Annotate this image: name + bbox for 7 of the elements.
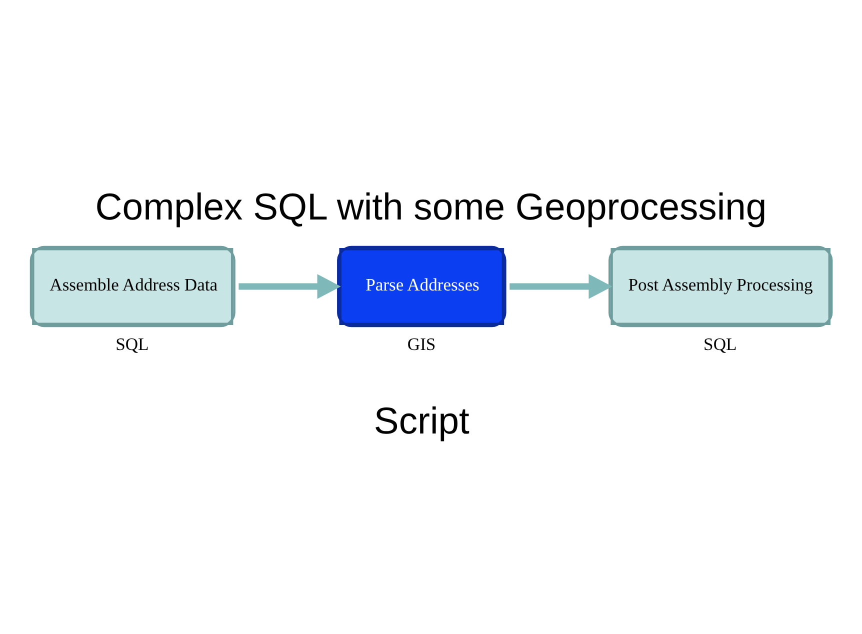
caption: Script [374,399,470,442]
node-label: GIS [407,334,436,354]
node-label: SQL [704,334,737,354]
arrow [510,274,612,299]
node-label: SQL [116,334,149,354]
diagram-title: Complex SQL with some Geoprocessing [95,186,767,228]
arrow [238,274,341,299]
